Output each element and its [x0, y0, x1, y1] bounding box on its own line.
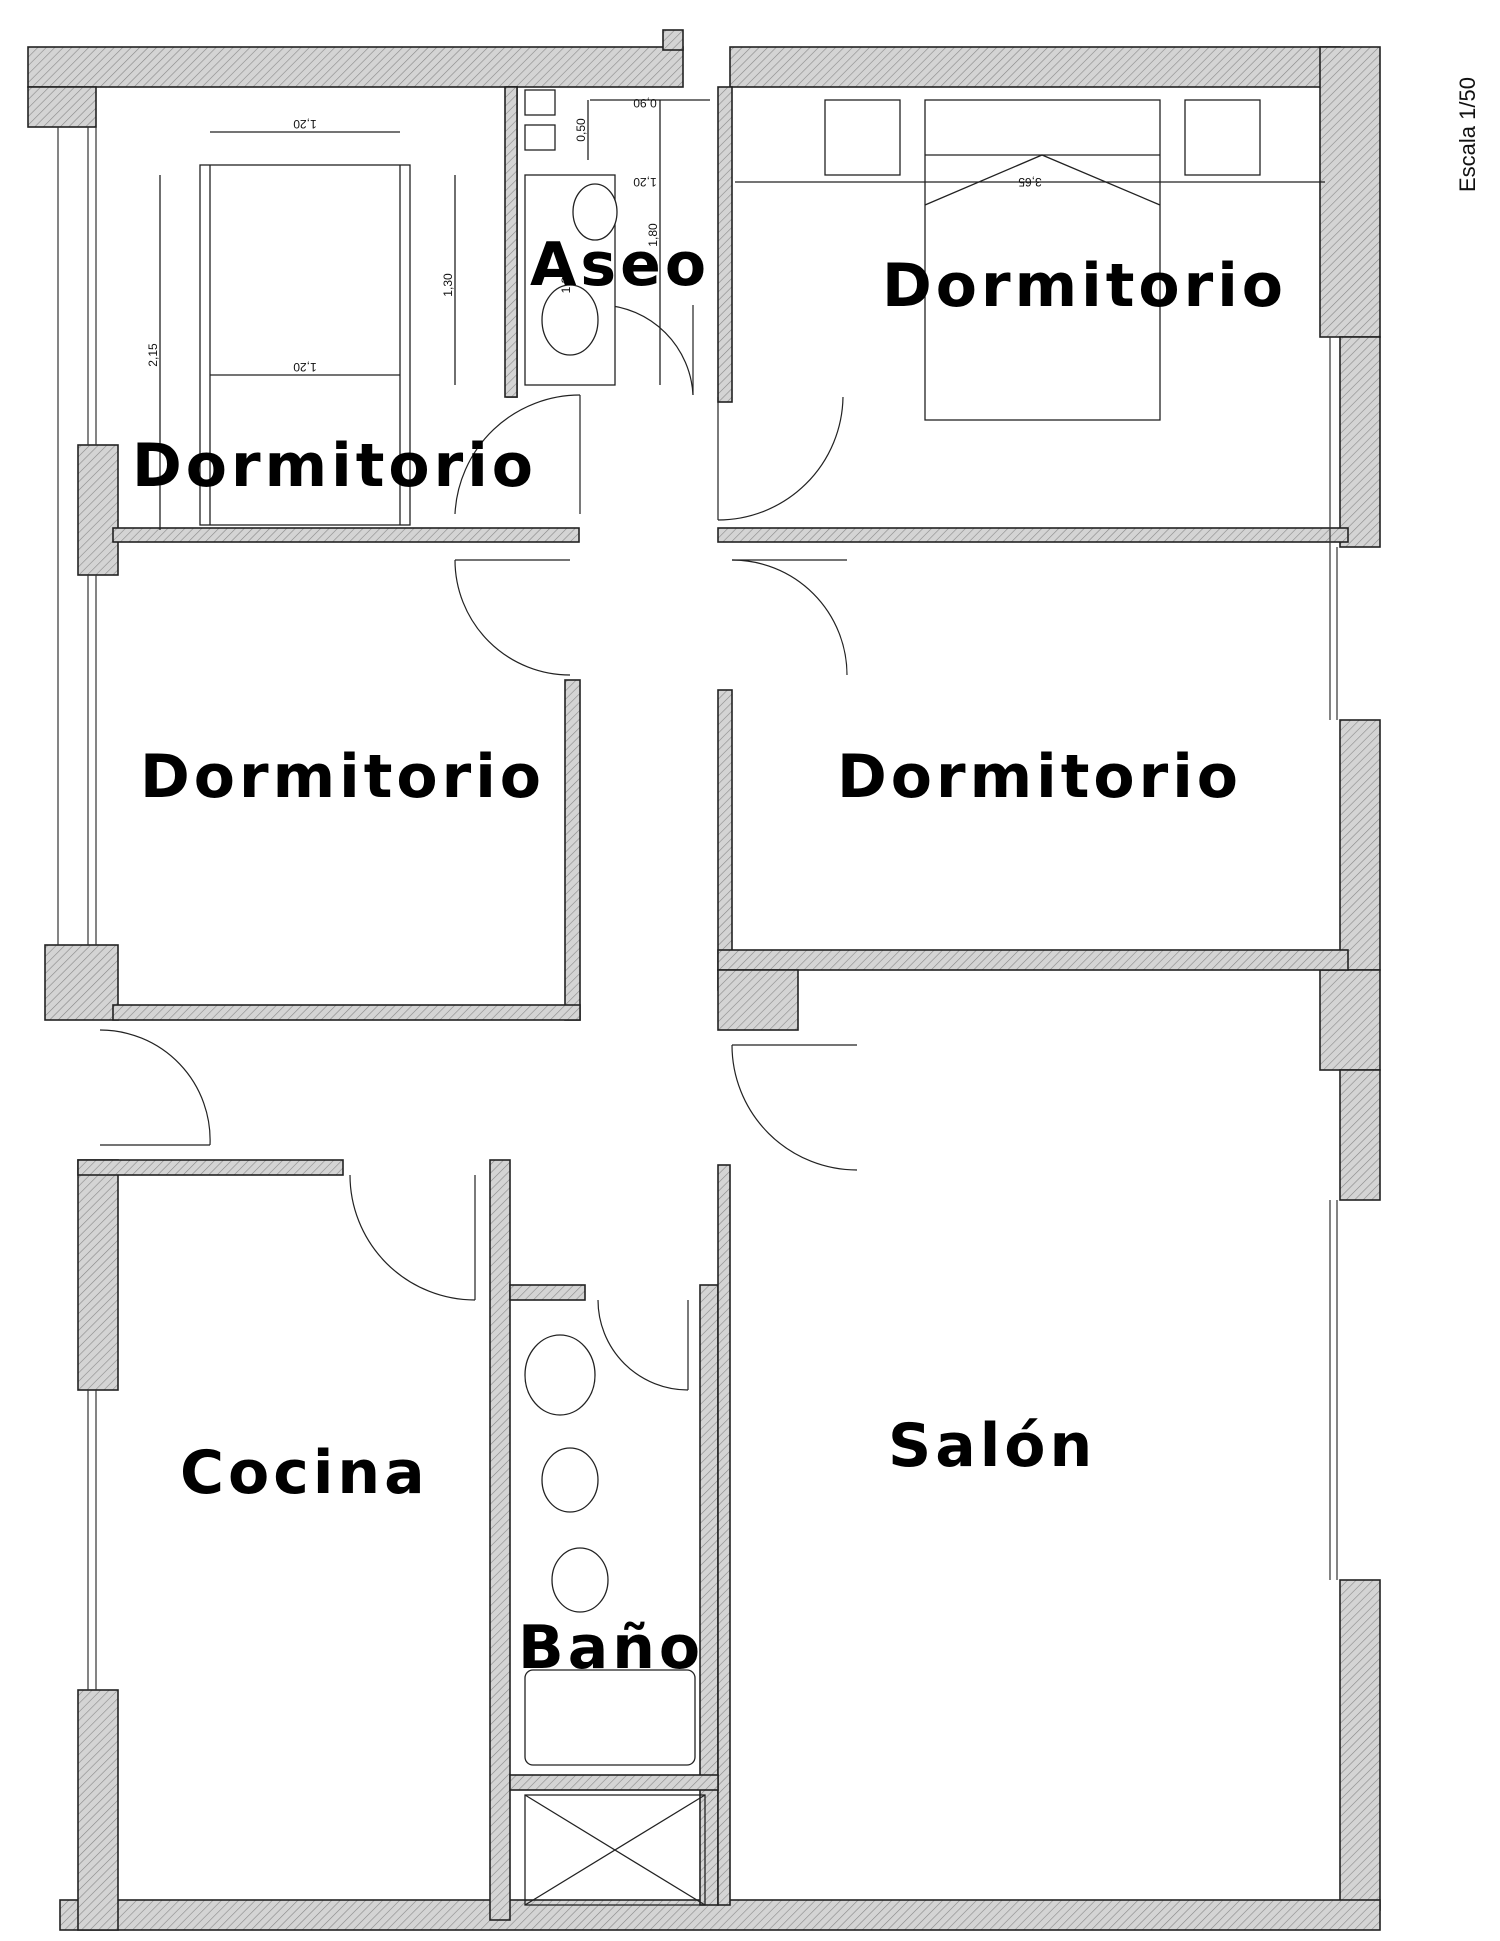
- double-bed: [824, 99, 1261, 421]
- dimension-lines: [159, 99, 1325, 530]
- room-dormitorio-top-right: Dormitorio: [882, 251, 1287, 321]
- room-labels: Aseo Dormitorio Dormitorio Dormitorio Do…: [132, 230, 1287, 1683]
- wardrobe-left: [199, 164, 411, 526]
- dim-room-depth: 2,15: [146, 343, 160, 367]
- dim-aseo-shelf: 0,50: [574, 118, 588, 142]
- dim-wardrobe-depth: 1,30: [441, 273, 455, 297]
- dim-aseo-depth: 1,80: [646, 223, 660, 247]
- bano-fixtures: [524, 1334, 696, 1766]
- room-aseo: Aseo: [530, 230, 710, 300]
- dimension-labels: 1,20 1,20 1,30 2,15 0,90 0,50 1,80 1,20 …: [146, 96, 1042, 374]
- aseo-fixtures: [524, 89, 618, 386]
- room-cocina: Cocina: [180, 1438, 429, 1508]
- room-salon: Salón: [888, 1411, 1096, 1481]
- room-dormitorio-mid-left: Dormitorio: [140, 742, 545, 812]
- dim-aseo-width: 0,90: [633, 96, 657, 110]
- scale-label: Escala 1/50: [1455, 77, 1480, 192]
- room-bano: Baño: [518, 1613, 704, 1683]
- dim-bedroom-width: 3,65: [1018, 175, 1042, 189]
- room-dormitorio-top-left: Dormitorio: [132, 431, 537, 501]
- dim-wardrobe-bottom: 1,20: [293, 360, 317, 374]
- interior-walls: [77, 86, 1349, 1921]
- room-dormitorio-mid-right: Dormitorio: [837, 742, 1242, 812]
- dim-aseo-small: 1,3: [559, 276, 573, 293]
- dim-wardrobe-top: 1,20: [293, 117, 317, 131]
- dim-aseo-inner: 1,20: [633, 175, 657, 189]
- shaft: [524, 1794, 706, 1906]
- exterior-walls: [27, 29, 1381, 1931]
- windows: [57, 127, 1338, 1690]
- doors: [99, 304, 858, 1391]
